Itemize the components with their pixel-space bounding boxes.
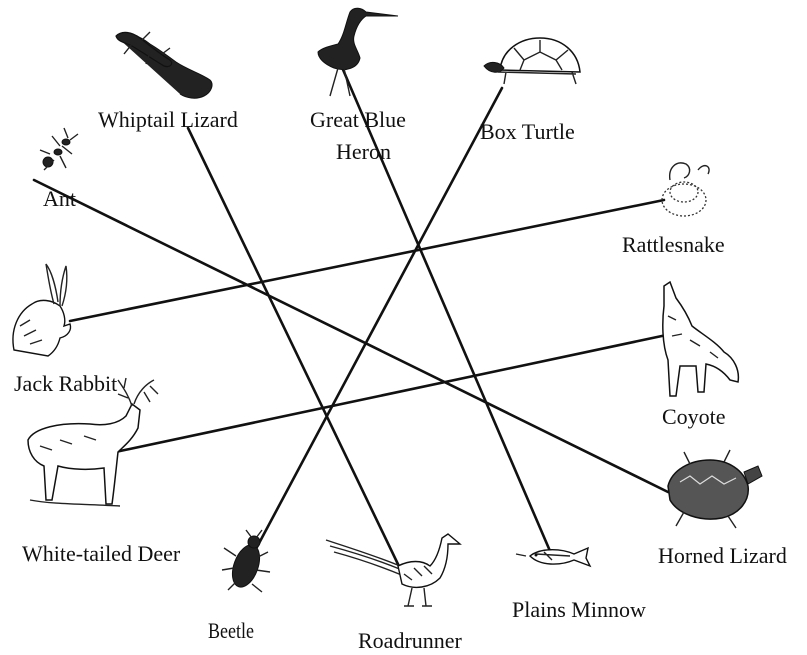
organism-label-beetle: Beetle bbox=[208, 618, 254, 643]
turtle-icon bbox=[484, 38, 580, 84]
beetle-icon bbox=[222, 530, 270, 592]
organism-label-white-tailed-deer: White-tailed Deer bbox=[22, 541, 181, 566]
horned-lizard-icon bbox=[668, 450, 762, 528]
rabbit-icon bbox=[13, 264, 71, 356]
link-rattlesnake-jack-rabbit bbox=[70, 200, 664, 321]
deer-icon bbox=[28, 378, 158, 506]
organism-label-rattlesnake: Rattlesnake bbox=[622, 232, 725, 257]
lizard-icon bbox=[116, 32, 212, 98]
link-ant-horned-lizard bbox=[34, 180, 668, 492]
ant-icon bbox=[40, 128, 78, 170]
organism-label-box-turtle: Box Turtle bbox=[480, 119, 575, 144]
organism-label-great-blue-heron-line2: Heron bbox=[336, 139, 391, 164]
organism-label-roadrunner: Roadrunner bbox=[358, 628, 463, 653]
link-whiptail-lizard-roadrunner bbox=[188, 128, 408, 585]
heron-icon bbox=[318, 8, 398, 96]
organism-label-ant: Ant bbox=[43, 186, 76, 211]
organism-label-horned-lizard: Horned Lizard bbox=[658, 543, 787, 568]
coyote-icon bbox=[663, 282, 739, 396]
snake-icon bbox=[662, 163, 709, 216]
organism-label-great-blue-heron-line1: Great Blue bbox=[310, 107, 406, 132]
organism-label-jack-rabbit: Jack Rabbit bbox=[14, 371, 117, 396]
organism-label-plains-minnow: Plains Minnow bbox=[512, 597, 646, 622]
roadrunner-icon bbox=[326, 534, 460, 606]
food-web-links bbox=[34, 58, 676, 585]
organism-label-whiptail-lizard: Whiptail Lizard bbox=[98, 107, 238, 132]
organism-label-coyote: Coyote bbox=[662, 404, 726, 429]
minnow-icon bbox=[516, 548, 590, 566]
